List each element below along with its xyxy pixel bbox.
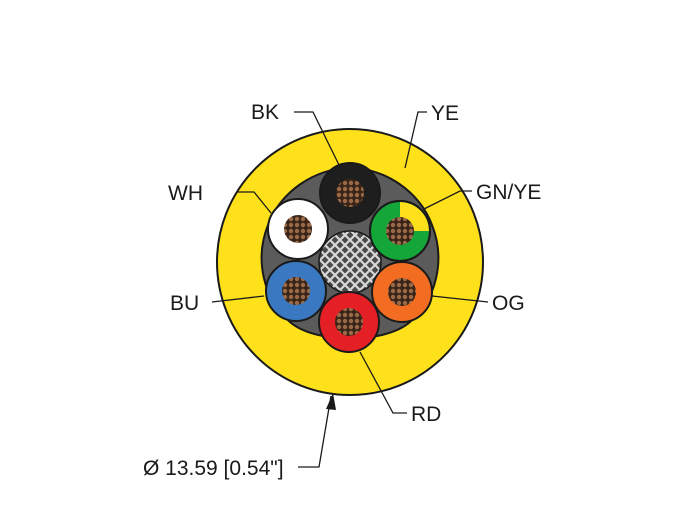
dimension-arrowhead xyxy=(326,393,336,410)
conductor-wh-copper xyxy=(284,215,312,243)
label-rd: RD xyxy=(411,403,441,426)
conductor-bu-copper xyxy=(282,277,310,305)
label-ye: YE xyxy=(431,102,459,125)
conductor-gnye xyxy=(369,200,431,262)
conductor-rd xyxy=(318,291,380,353)
conductor-bk-copper xyxy=(336,179,364,207)
leader-line-gnye xyxy=(423,190,472,210)
leader-line-og xyxy=(431,295,489,303)
conductor-og-copper xyxy=(388,278,416,306)
conductor-rd-copper xyxy=(335,308,363,336)
conductor-bu xyxy=(265,260,327,322)
label-wh: WH xyxy=(168,182,203,205)
conductor-gnye-copper xyxy=(386,217,414,245)
leader-line-ye xyxy=(404,111,427,169)
label-bu: BU xyxy=(170,292,199,315)
leader-line-wh xyxy=(238,191,272,214)
label-og: OG xyxy=(492,292,525,315)
dimension-leader-line xyxy=(298,395,332,468)
dimension-label: Ø 13.59 [0.54"] xyxy=(143,457,284,480)
leader-line-bu xyxy=(211,295,265,303)
conductor-wh xyxy=(267,198,329,260)
label-bk: BK xyxy=(251,101,279,124)
conductor-og xyxy=(371,261,433,323)
leader-line-rd xyxy=(359,351,407,414)
label-gnye: GN/YE xyxy=(476,181,541,204)
conductor-bk xyxy=(319,162,381,224)
leader-line-bk xyxy=(294,111,341,168)
